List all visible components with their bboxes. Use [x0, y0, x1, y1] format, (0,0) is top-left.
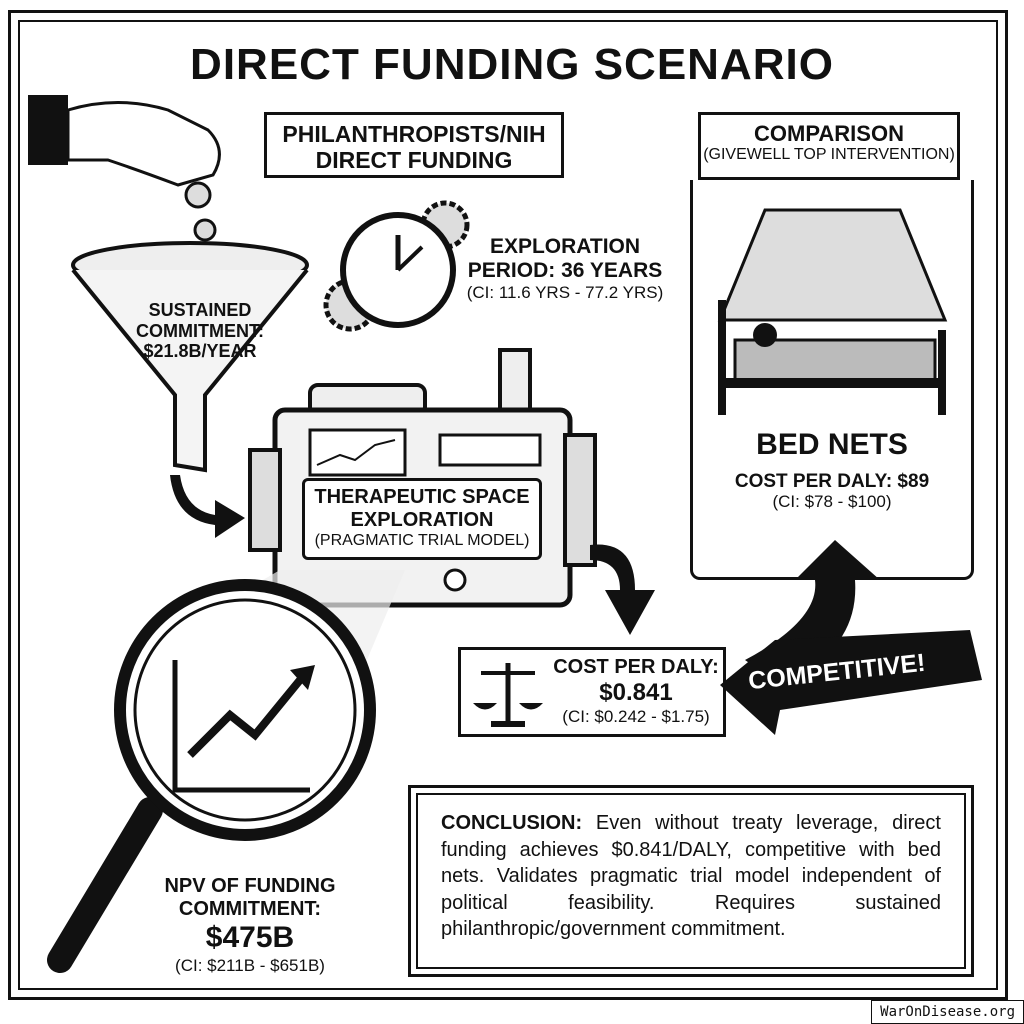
funnel-icon — [71, 218, 309, 473]
exploration-label: EXPLORATION PERIOD: 36 YEARS (CI: 11.6 Y… — [460, 235, 670, 303]
machine-label: THERAPEUTIC SPACE EXPLORATION (PRAGMATIC… — [302, 478, 542, 560]
daly-ci: (CI: $0.242 - $1.75) — [562, 706, 710, 726]
conclusion-box: CONCLUSION: Even without treaty leverage… — [408, 785, 974, 977]
bed-nets-label: BED NETS COST PER DALY: $89 (CI: $78 - $… — [700, 428, 964, 512]
watermark: WarOnDisease.org — [871, 1000, 1024, 1024]
bed-nets-cost: COST PER DALY: $89 — [734, 470, 930, 492]
comparison-banner: COMPARISON (GIVEWELL TOP INTERVENTION) — [698, 112, 960, 180]
daly-value: $0.841 — [599, 679, 673, 706]
magnifier-chart-icon — [47, 570, 405, 973]
npv-value: $475B — [205, 921, 295, 954]
comparison-banner-line1: COMPARISON — [754, 121, 904, 146]
exploration-ci: (CI: 11.6 YRS - 77.2 YRS) — [466, 283, 664, 303]
npv-label: NPV OF FUNDING COMMITMENT: $475B (CI: $2… — [150, 875, 350, 975]
page-title: DIRECT FUNDING SCENARIO — [190, 40, 834, 89]
funding-banner-line2: DIRECT FUNDING — [315, 147, 513, 174]
bed-nets-title: BED NETS — [756, 428, 908, 461]
daly-banner: COST PER DALY: $0.841 (CI: $0.242 - $1.7… — [458, 647, 726, 737]
conclusion-label: CONCLUSION: — [441, 812, 583, 834]
npv-line1: NPV OF FUNDING — [164, 875, 336, 897]
hand-coin-icon — [28, 95, 221, 209]
machine-line1: THERAPEUTIC SPACE — [314, 486, 530, 508]
scales-icon — [473, 663, 543, 727]
comparison-banner-line2: (GIVEWELL TOP INTERVENTION) — [703, 146, 955, 164]
funnel-line3: $21.8B/YEAR — [143, 341, 257, 362]
arrow-to-machine-icon — [170, 475, 245, 538]
funnel-line1: SUSTAINED — [148, 300, 252, 320]
daly-line1: COST PER DALY: — [553, 656, 719, 678]
funnel-label: SUSTAINED COMMITMENT: $21.8B/YEAR — [120, 300, 280, 362]
machine-line2: EXPLORATION — [350, 509, 494, 531]
machine-line3: (PRAGMATIC TRIAL MODEL) — [314, 532, 530, 549]
funding-banner: PHILANTHROPISTS/NIH DIRECT FUNDING — [264, 112, 564, 178]
daly-label: COST PER DALY: $0.841 (CI: $0.242 - $1.7… — [546, 656, 726, 726]
conclusion-text: Even without treaty leverage, direct fun… — [441, 812, 941, 941]
npv-line2: COMMITMENT: — [178, 898, 322, 920]
arrow-to-daly-icon — [590, 544, 655, 635]
inner-frame — [18, 20, 998, 990]
bed-net-icon — [717, 208, 948, 415]
exploration-line1: EXPLORATION — [489, 235, 641, 258]
funnel-line2: COMMITMENT: — [136, 320, 264, 341]
outer-frame — [8, 10, 1008, 1000]
competitive-arrows-icon — [720, 540, 982, 735]
bed-nets-ci: (CI: $78 - $100) — [772, 492, 892, 512]
clock-gears-icon — [323, 200, 470, 332]
funding-banner-line1: PHILANTHROPISTS/NIH — [282, 121, 546, 147]
exploration-line2: PERIOD: 36 YEARS — [467, 259, 663, 283]
npv-ci: (CI: $211B - $651B) — [175, 955, 325, 975]
